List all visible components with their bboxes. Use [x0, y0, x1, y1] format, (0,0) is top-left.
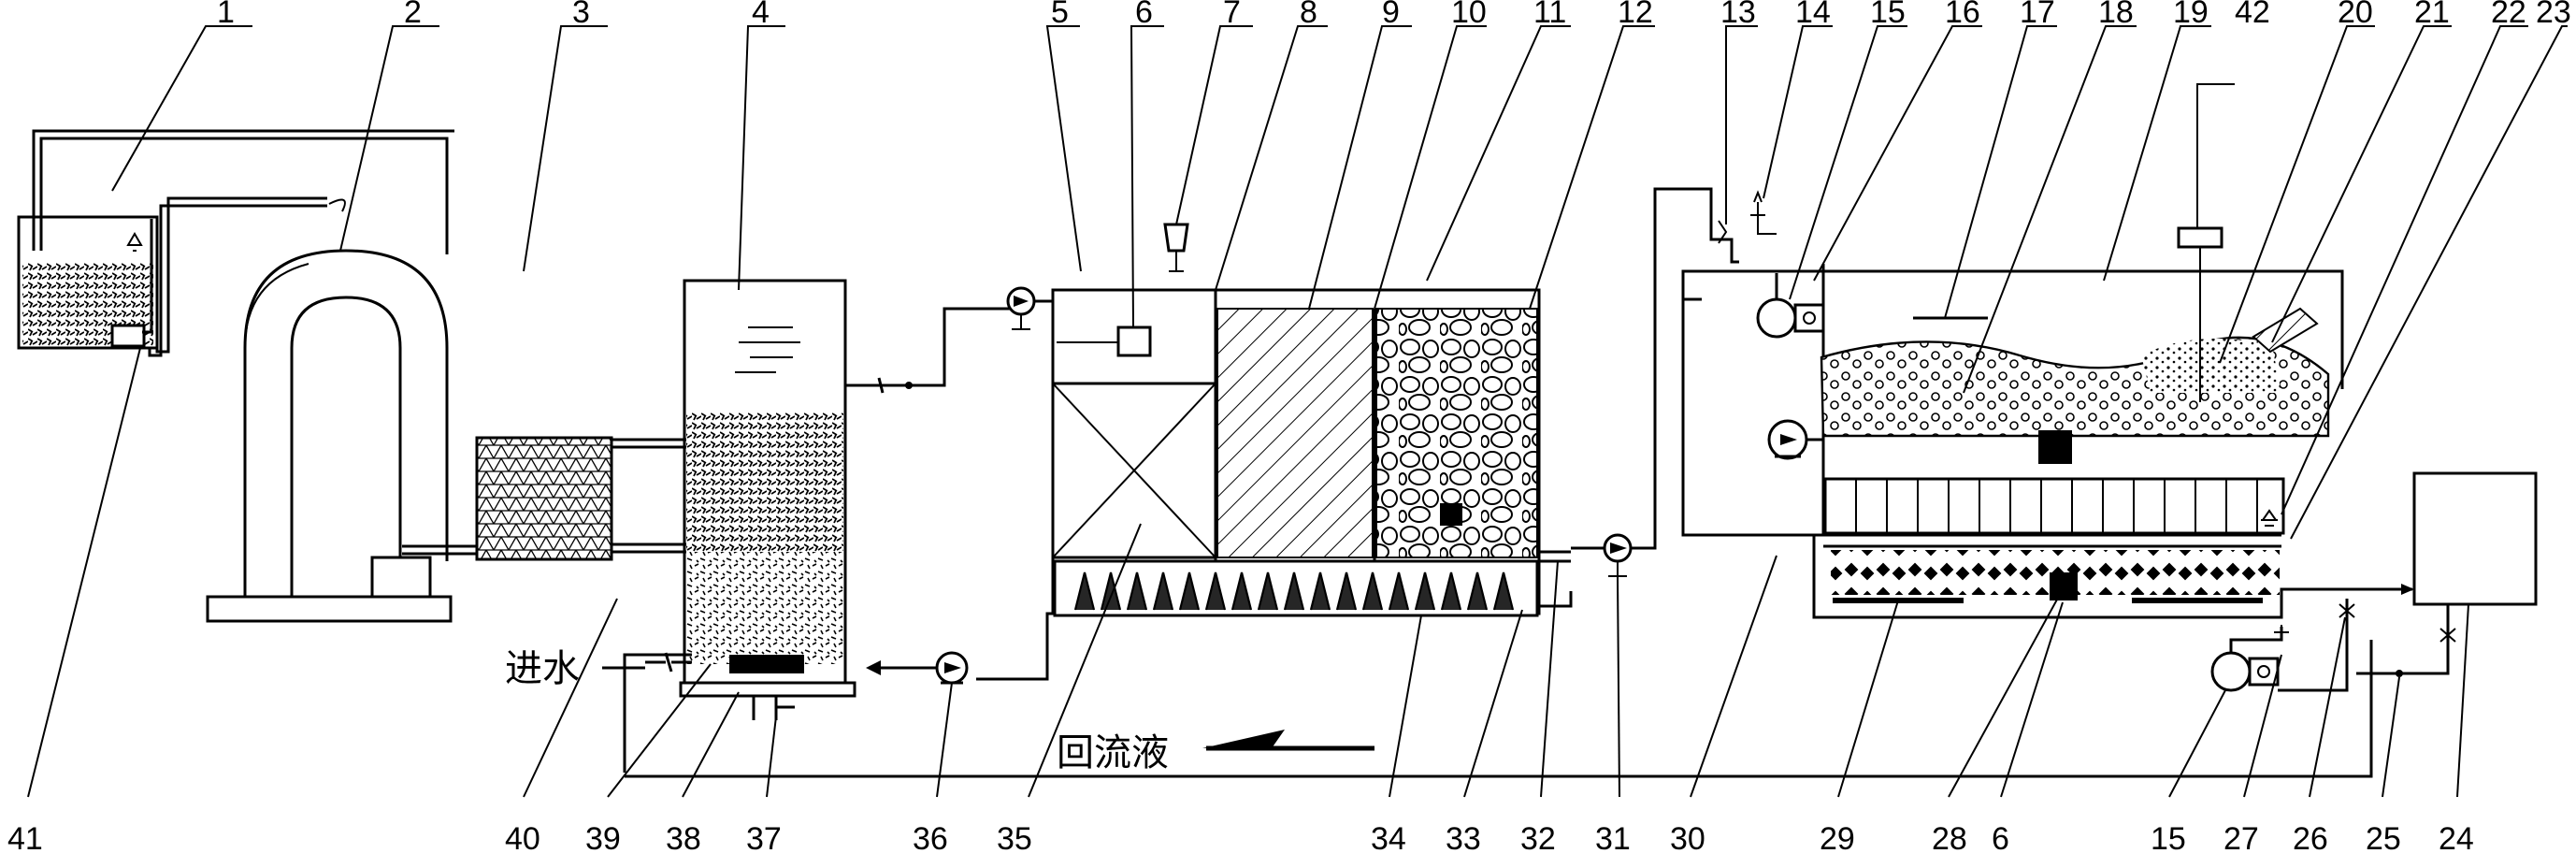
- pump-15-lower-icon: [2210, 584, 2456, 692]
- callout-10: 10: [1451, 0, 1487, 30]
- callout-36: 36: [913, 821, 948, 857]
- callout-leaders: [27, 25, 2568, 798]
- callout-21: 21: [2414, 0, 2450, 30]
- diffuser-row: [1073, 571, 1515, 611]
- callout-25: 25: [2366, 821, 2401, 857]
- callout-6-bottom: 6: [1992, 821, 2009, 857]
- pump-top-icon: [1006, 286, 1058, 330]
- callout-8: 8: [1300, 0, 1317, 30]
- callout-33: 33: [1446, 821, 1481, 857]
- callout-2: 2: [404, 0, 422, 30]
- callout-15-bottom: 15: [2151, 821, 2186, 857]
- callout-11: 11: [1533, 0, 1566, 30]
- callout-39: 39: [585, 821, 621, 857]
- callout-34: 34: [1371, 821, 1406, 857]
- arch-stand: [206, 198, 453, 623]
- callout-12: 12: [1618, 0, 1653, 30]
- callout-1: 1: [217, 0, 235, 30]
- callout-28: 28: [1932, 821, 1967, 857]
- callout-30: 30: [1670, 821, 1705, 857]
- callout-40: 40: [505, 821, 540, 857]
- callouts-top: 1 2 3 4 5 6 7 8 9 10 11 12 13 14 15 16 1…: [217, 0, 2571, 30]
- callout-5: 5: [1051, 0, 1069, 30]
- callout-26: 26: [2293, 821, 2328, 857]
- return-pipe: 回流液: [623, 640, 2373, 778]
- callout-6: 6: [1135, 0, 1153, 30]
- callout-31: 31: [1595, 821, 1631, 857]
- callout-19: 19: [2173, 0, 2209, 30]
- callout-29: 29: [1820, 821, 1855, 857]
- treatment-tank: [976, 223, 1573, 681]
- heat-exchanger: [402, 436, 686, 561]
- effluent-box: [2412, 471, 2538, 606]
- callout-4: 4: [752, 0, 770, 30]
- clarifier-system: [1681, 190, 2347, 619]
- callout-22: 22: [2491, 0, 2526, 30]
- reactor-column: [645, 279, 1010, 720]
- callout-14: 14: [1795, 0, 1831, 30]
- callout-27: 27: [2223, 821, 2259, 857]
- callout-13: 13: [1720, 0, 1756, 30]
- feed-tank: [17, 129, 454, 357]
- pump-31-icon: [1571, 187, 1713, 577]
- pump-36-icon: [866, 651, 969, 685]
- callout-42: 42: [2235, 0, 2270, 30]
- callout-23: 23: [2536, 0, 2571, 30]
- callout-32: 32: [1520, 821, 1556, 857]
- callout-9: 9: [1382, 0, 1400, 30]
- callout-35: 35: [997, 821, 1032, 857]
- callouts-bottom: 41 40 39 38 37 36 35 34 33 32 31 30 29 2…: [7, 821, 2474, 857]
- callout-3: 3: [572, 0, 590, 30]
- callout-7: 7: [1223, 0, 1241, 30]
- inlet-label: 进水: [505, 647, 580, 690]
- callout-15: 15: [1870, 0, 1906, 30]
- callout-18: 18: [2098, 0, 2134, 30]
- callout-17: 17: [2020, 0, 2055, 30]
- reflux-label: 回流液: [1057, 731, 1169, 774]
- callout-24: 24: [2439, 821, 2474, 857]
- callout-20: 20: [2338, 0, 2373, 30]
- inlet: 进水: [505, 647, 645, 690]
- callout-41: 41: [7, 821, 43, 857]
- callout-16: 16: [1945, 0, 1980, 30]
- callout-38: 38: [666, 821, 701, 857]
- callout-37: 37: [746, 821, 782, 857]
